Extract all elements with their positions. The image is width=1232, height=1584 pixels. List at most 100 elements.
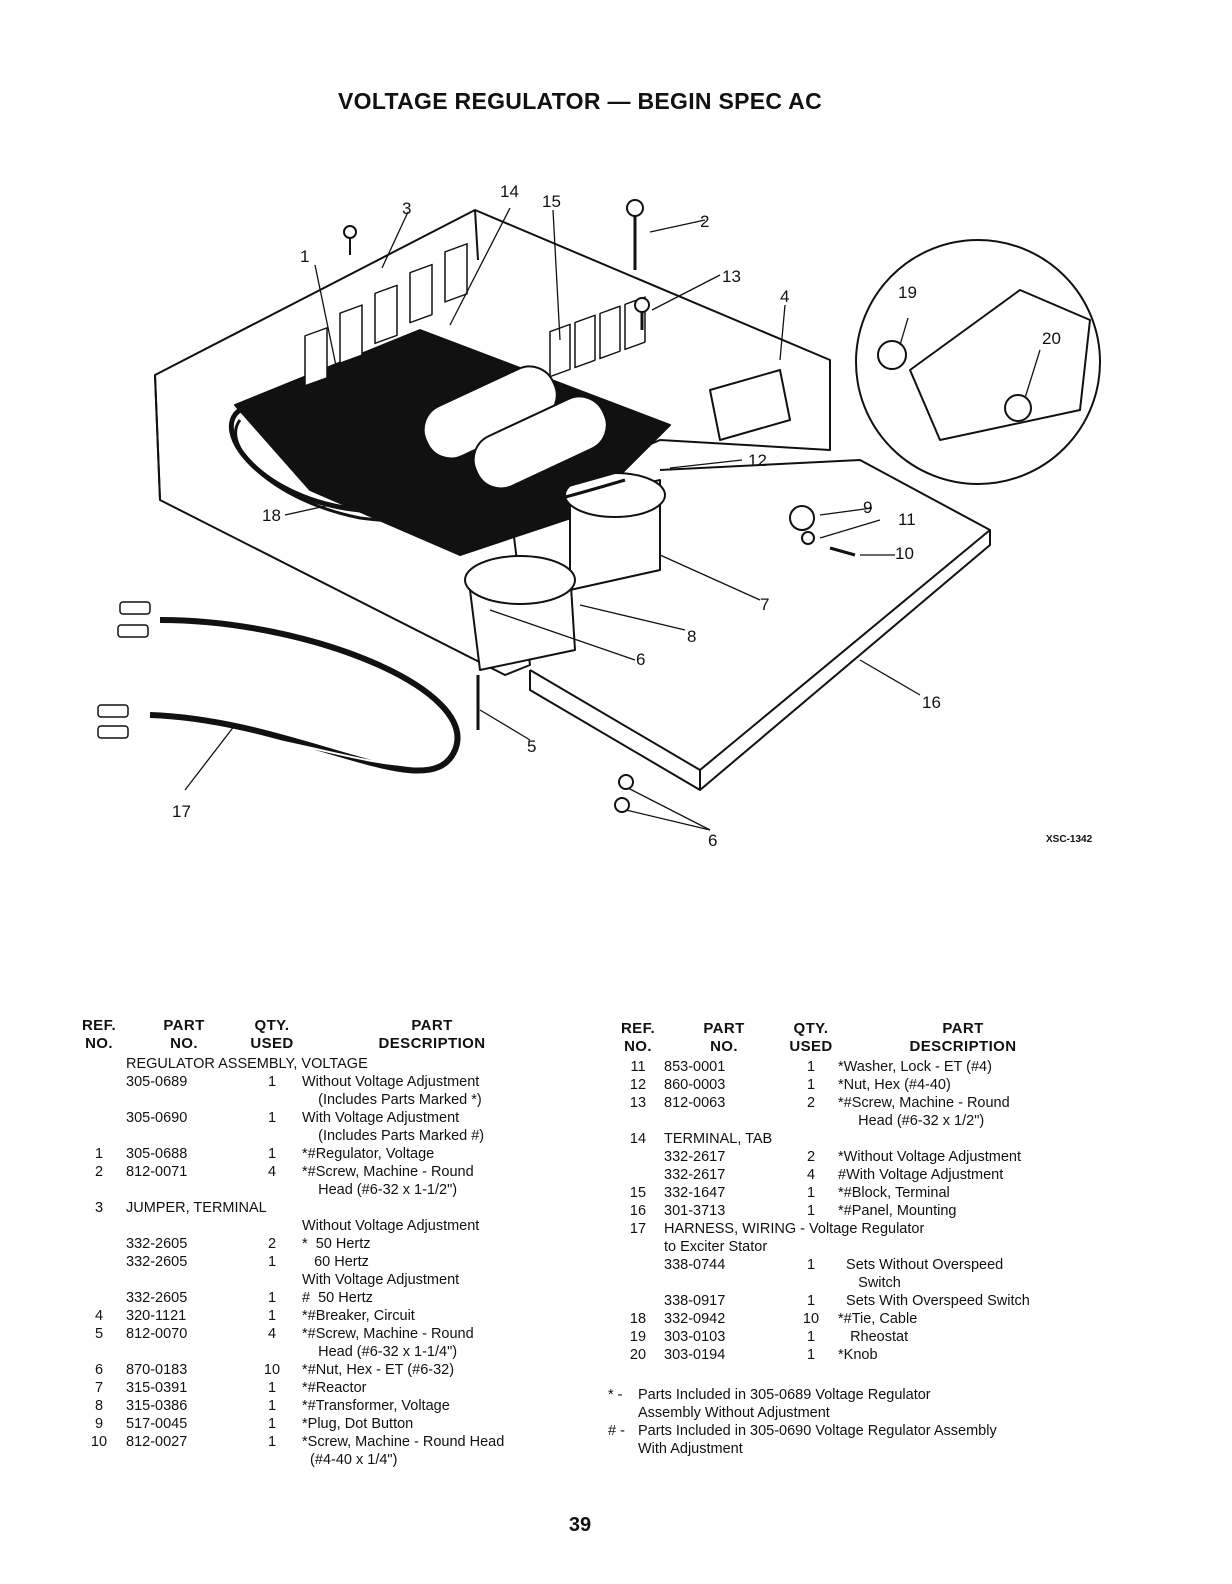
callout-6b: 6	[708, 831, 717, 850]
part-no: 315-0386	[126, 1398, 188, 1414]
qty-used: 1	[267, 1434, 277, 1450]
qty-used	[242, 1091, 302, 1109]
header-qty: QTY.USED	[789, 1020, 833, 1055]
part-description: Sets With Overspeed Switch	[838, 1293, 1030, 1309]
part-no: 332-2617	[664, 1149, 726, 1165]
ref-no	[72, 1055, 126, 1073]
qty-used	[242, 1271, 302, 1289]
part-no: 332-2605	[126, 1290, 188, 1306]
part-no: TERMINAL, TAB	[664, 1131, 773, 1147]
qty-used: 1	[267, 1254, 277, 1270]
part-no: 812-0071	[126, 1164, 188, 1180]
part-description: Without Voltage Adjustment	[302, 1218, 480, 1234]
callout-9: 9	[863, 498, 872, 517]
part-description: (Includes Parts Marked *)	[302, 1092, 482, 1108]
ref-no: 20	[629, 1347, 647, 1363]
mounting-panel-front	[699, 530, 991, 791]
part-description: With Voltage Adjustment	[302, 1110, 460, 1126]
part-description: *#Screw, Machine - Round	[302, 1164, 474, 1180]
ref-no	[72, 1235, 126, 1253]
part-no: 517-0045	[126, 1416, 188, 1432]
part-description: *#Screw, Machine - Round	[838, 1095, 1010, 1111]
qty-used: 1	[806, 1257, 816, 1273]
table-row: (#4-40 x 1/4")	[72, 1451, 562, 1469]
qty-used: 2	[267, 1236, 277, 1252]
callout-19: 19	[898, 283, 917, 302]
footnote-mark	[608, 1404, 638, 1422]
part-description: #With Voltage Adjustment	[838, 1167, 1004, 1183]
part-no	[664, 1274, 784, 1292]
ref-no: 15	[629, 1185, 647, 1201]
wiring-harness	[149, 617, 461, 774]
ref-no: 13	[629, 1095, 647, 1111]
qty-used: 1	[267, 1380, 277, 1396]
callout-4: 4	[780, 287, 789, 306]
qty-used: 1	[806, 1077, 816, 1093]
part-no	[126, 1181, 242, 1199]
table-row: (Includes Parts Marked #)	[72, 1127, 562, 1145]
part-description: Head (#6-32 x 1-1/2")	[302, 1182, 458, 1198]
ref-no	[612, 1256, 664, 1274]
qty-used: 1	[806, 1203, 816, 1219]
drawing-id: XSC-1342	[1046, 834, 1093, 845]
ref-no	[612, 1238, 664, 1256]
part-description: Head (#6-32 x 1-1/4")	[302, 1344, 458, 1360]
exploded-assembly-diagram: 1 2 3 4 5 6 6 7 8 9 10 11 12 13 14 15 16…	[97, 182, 1101, 850]
part-description: 60 Hertz	[302, 1254, 369, 1270]
qty-used: 4	[267, 1164, 277, 1180]
qty-used: 1	[806, 1329, 816, 1345]
footnote-text: With Adjustment	[638, 1441, 743, 1457]
part-description: *Without Voltage Adjustment	[838, 1149, 1021, 1165]
part-description: (Includes Parts Marked #)	[302, 1128, 485, 1144]
footnote-text: Parts Included in 305-0690 Voltage Regul…	[638, 1423, 997, 1439]
callout-10: 10	[895, 544, 914, 563]
callout-15: 15	[542, 192, 561, 211]
table-row: REGULATOR ASSEMBLY, VOLTAGE	[72, 1055, 562, 1073]
ref-no	[612, 1274, 664, 1292]
footnote-text: Parts Included in 305-0689 Voltage Regul…	[638, 1387, 931, 1403]
part-description: Without Voltage Adjustment	[302, 1074, 480, 1090]
part-no	[664, 1112, 784, 1130]
part-no	[126, 1271, 242, 1289]
circuit-breaker	[709, 369, 791, 441]
table-row: to Exciter Stator	[612, 1238, 1088, 1256]
callout-18: 18	[262, 506, 281, 525]
qty-used: 1	[267, 1110, 277, 1126]
ref-no: 1	[94, 1146, 104, 1162]
part-description: *#Regulator, Voltage	[302, 1146, 435, 1162]
table-row: Head (#6-32 x 1/2")	[612, 1112, 1088, 1130]
ref-no: 18	[629, 1311, 647, 1327]
part-no: 332-0942	[664, 1311, 726, 1327]
ref-no: 9	[94, 1416, 104, 1432]
part-description: *#Tie, Cable	[838, 1311, 918, 1327]
footnote-line: # -Parts Included in 305-0690 Voltage Re…	[608, 1422, 997, 1440]
part-description: With Voltage Adjustment	[302, 1272, 460, 1288]
housing-inner-edge	[474, 209, 479, 261]
part-no: 338-0917	[664, 1293, 726, 1309]
part-description: Switch	[838, 1275, 901, 1291]
ref-no	[72, 1451, 126, 1469]
ref-no: 19	[629, 1329, 647, 1345]
qty-used: 4	[806, 1167, 816, 1183]
